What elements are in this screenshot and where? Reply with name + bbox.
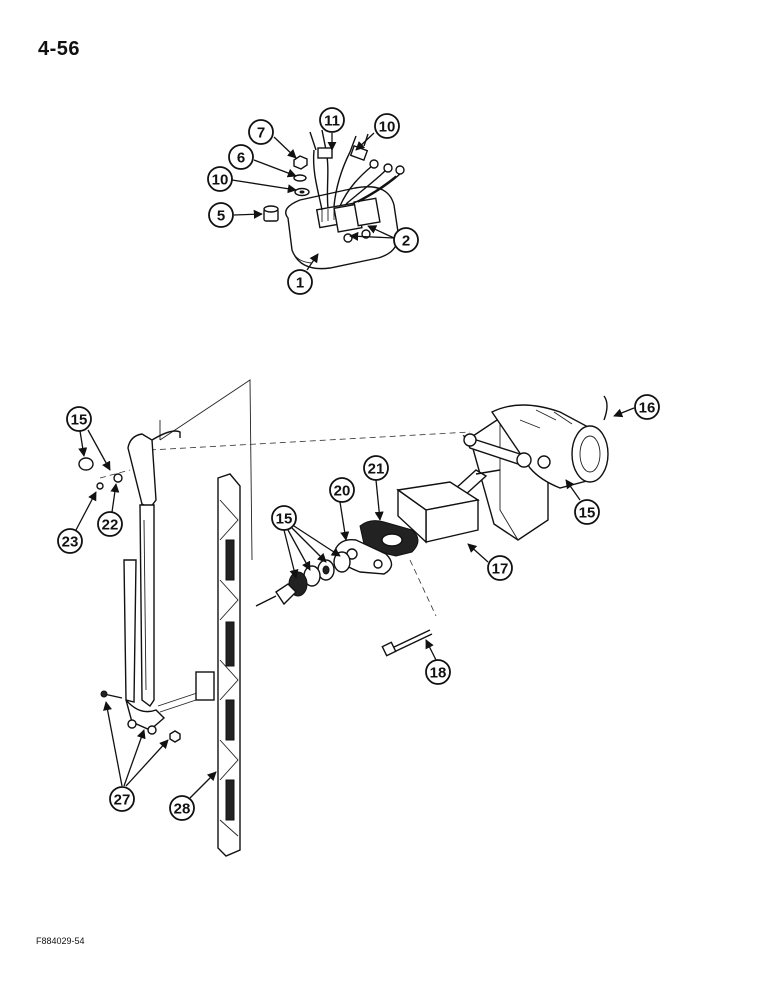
relay-plate-assembly: [263, 129, 405, 270]
callout-10: 10: [207, 166, 233, 192]
callout-6: 6: [228, 144, 254, 170]
callout-15-motor: 15: [574, 499, 600, 525]
callout-22: 22: [97, 511, 123, 537]
svg-text:1: 1: [296, 275, 304, 292]
svg-text:20: 20: [334, 483, 351, 500]
svg-text:15: 15: [71, 412, 88, 429]
svg-text:15: 15: [579, 505, 596, 522]
svg-text:27: 27: [114, 792, 131, 809]
callout-10b: 10: [374, 113, 400, 139]
svg-text:15: 15: [276, 511, 293, 528]
callout-2: 2: [393, 227, 419, 253]
svg-text:10: 10: [379, 119, 396, 136]
callout-11: 11: [319, 107, 345, 133]
callout-21: 21: [363, 455, 389, 481]
callout-7: 7: [248, 119, 274, 145]
callout-5: 5: [208, 202, 234, 228]
callout-16: 16: [634, 394, 660, 420]
callout-15-cap: 15: [66, 406, 92, 432]
svg-text:7: 7: [257, 125, 265, 142]
leader-lines: [75, 132, 635, 799]
callout-27: 27: [109, 786, 135, 812]
svg-text:5: 5: [217, 208, 225, 225]
svg-text:2: 2: [402, 233, 410, 250]
svg-text:6: 6: [237, 150, 245, 167]
svg-text:21: 21: [368, 461, 385, 478]
wiper-motor-assembly: [255, 395, 609, 657]
svg-text:23: 23: [62, 534, 79, 551]
svg-text:16: 16: [639, 400, 656, 417]
svg-text:28: 28: [174, 801, 191, 818]
svg-text:11: 11: [324, 113, 340, 130]
wiper-blade: [217, 473, 241, 857]
callout-18: 18: [425, 659, 451, 685]
callout-17: 17: [487, 555, 513, 581]
callout-1: 1: [287, 269, 313, 295]
callout-20: 20: [329, 477, 355, 503]
wiper-arm-assembly: [78, 379, 471, 743]
svg-text:22: 22: [102, 517, 119, 534]
svg-text:18: 18: [430, 665, 447, 682]
callout-28: 28: [169, 795, 195, 821]
svg-text:17: 17: [492, 561, 509, 578]
callout-15-gear: 15: [271, 505, 297, 531]
callout-23: 23: [57, 528, 83, 554]
figure-code: F884029-54: [36, 936, 85, 946]
svg-text:10: 10: [212, 172, 229, 189]
page-number: 4-56: [38, 38, 81, 60]
